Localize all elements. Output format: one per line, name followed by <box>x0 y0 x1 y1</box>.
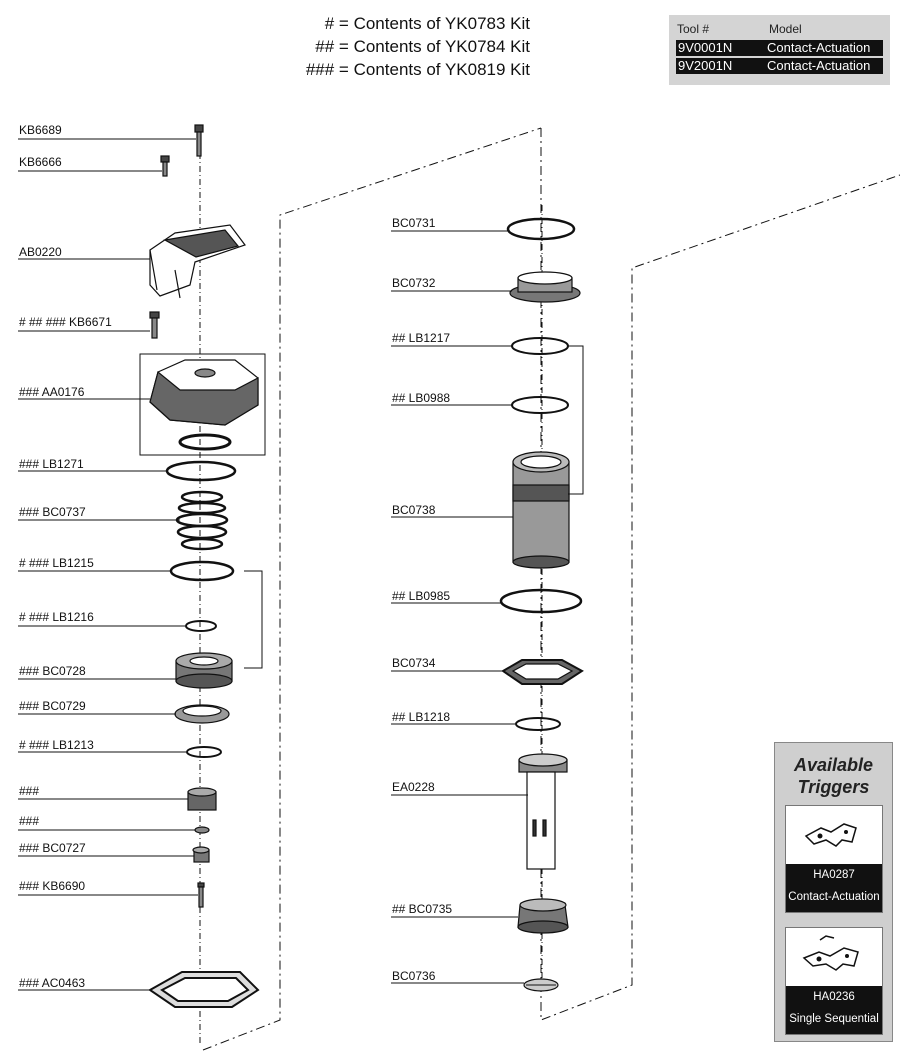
table-row: 9V0001N Contact-Actuation <box>676 40 883 56</box>
part-washer-small <box>194 826 210 834</box>
callout-label-right: BC0736 <box>392 969 436 983</box>
triggers-title-line2: Triggers <box>797 777 870 797</box>
part-lb1271-washer <box>165 460 237 482</box>
part-lb1216-oring <box>185 620 217 632</box>
callout-label-right: BC0732 <box>392 276 436 290</box>
callout-label-left: ### <box>19 814 39 828</box>
bracket-right <box>568 345 584 495</box>
part-bc0729-ring <box>174 704 230 724</box>
callout-label-left: ### LB1271 <box>19 457 84 471</box>
trigger-part: HA0287 <box>813 869 855 881</box>
trigger-card-2[interactable]: HA0236 Single Sequential <box>785 927 883 1035</box>
part-nut-large <box>187 787 217 811</box>
legend-line-3: ### = Contents of YK0819 Kit <box>305 60 530 79</box>
part-lb1215-oring <box>169 560 235 582</box>
callout-label-right: ## LB0985 <box>392 589 450 603</box>
row-tool: 9V2001N <box>678 58 733 73</box>
part-ea0228-valve <box>518 753 568 870</box>
frame-right-panel <box>540 128 900 1021</box>
table-header: Tool # Model <box>677 22 887 36</box>
part-lb0985-oring <box>499 588 583 614</box>
part-bc0734-seal <box>501 659 584 685</box>
part-aa0176-seal <box>178 433 232 451</box>
callout-label-left: ### BC0737 <box>19 505 86 519</box>
part-kb6666-screw <box>160 155 170 177</box>
callout-label-left: KB6666 <box>19 155 62 169</box>
part-bc0731-oring <box>506 217 576 241</box>
callout-label-right: ## LB0988 <box>392 391 450 405</box>
trigger-contact-icon <box>804 823 857 847</box>
kit-legend: # = Contents of YK0783 Kit ## = Contents… <box>250 12 530 81</box>
trigger-caption: HA0236 Single Sequential <box>786 986 882 1034</box>
callout-label-right: BC0731 <box>392 216 436 230</box>
part-lb0988-oring <box>511 396 569 414</box>
part-kb6671-screw <box>149 311 160 339</box>
callout-label-left: ### BC0728 <box>19 664 86 678</box>
part-bc0728-cylinder-cap <box>175 652 233 689</box>
part-aa0176-housing <box>149 359 259 426</box>
part-lb1218-oring <box>515 717 561 731</box>
part-ac0463-gasket <box>148 971 260 1008</box>
callout-label-left: AB0220 <box>19 245 62 259</box>
part-kb6689-screw <box>194 124 204 157</box>
part-bc0735-nut <box>517 898 569 934</box>
triggers-title-line1: Available <box>793 755 874 775</box>
part-ab0220-cover <box>149 224 246 299</box>
callout-label-left: ### BC0729 <box>19 699 86 713</box>
legend-line-2: ## = Contents of YK0784 Kit <box>315 37 530 56</box>
part-lb1213-oring <box>186 746 222 758</box>
callout-label-left: # ## ### KB6671 <box>19 315 112 329</box>
callout-label-left: ### BC0727 <box>19 841 86 855</box>
trigger-sequential-icon <box>802 935 859 971</box>
trigger-name: Contact-Actuation <box>788 891 880 903</box>
table-row: 9V2001N Contact-Actuation <box>676 58 883 74</box>
leader-lines <box>18 138 528 991</box>
callout-label-right: BC0738 <box>392 503 436 517</box>
callout-label-right: ## LB1218 <box>392 710 450 724</box>
trigger-card-1[interactable]: HA0287 Contact-Actuation <box>785 805 883 913</box>
callout-label-left: # ### LB1216 <box>19 610 94 624</box>
callout-label-right: EA0228 <box>392 780 435 794</box>
row-model: Contact-Actuation <box>767 58 871 73</box>
part-kb6690-screw <box>197 882 205 908</box>
part-lb1217-oring <box>511 337 569 355</box>
callout-label-left: # ### LB1215 <box>19 556 94 570</box>
frame-left-panel <box>202 127 542 1051</box>
tool-model-table: Tool # Model 9V0001N Contact-Actuation 9… <box>669 15 890 85</box>
header-model: Model <box>769 22 802 36</box>
callout-label-right: ## BC0735 <box>392 902 452 916</box>
legend-line-1: # = Contents of YK0783 Kit <box>324 14 530 33</box>
callout-label-left: ### AC0463 <box>19 976 85 990</box>
row-model: Contact-Actuation <box>767 40 871 55</box>
callout-label-left: # ### LB1213 <box>19 738 94 752</box>
triggers-title: Available Triggers <box>775 754 892 798</box>
part-bc0737-spring <box>175 490 229 551</box>
callout-label-left: ### AA0176 <box>19 385 85 399</box>
callout-label-left: ### <box>19 784 39 798</box>
trigger-name: Single Sequential <box>789 1013 879 1025</box>
part-bc0736-disc <box>523 978 559 992</box>
callout-label-right: ## LB1217 <box>392 331 450 345</box>
callout-label-left: KB6689 <box>19 123 62 137</box>
callout-label-right: BC0734 <box>392 656 436 670</box>
trigger-caption: HA0287 Contact-Actuation <box>786 864 882 912</box>
part-bc0732-ring <box>509 271 581 303</box>
available-triggers-panel: Available Triggers HA0287 Contact-Actuat… <box>774 742 893 1042</box>
part-aa0176-box <box>139 353 266 456</box>
bracket-left <box>244 570 263 669</box>
row-tool: 9V0001N <box>678 40 733 55</box>
callout-label-left: ### KB6690 <box>19 879 85 893</box>
part-bc0727-nut <box>192 846 210 863</box>
header-tool: Tool # <box>677 22 710 36</box>
part-bc0738-sleeve <box>512 451 570 569</box>
trigger-part: HA0236 <box>813 991 855 1003</box>
